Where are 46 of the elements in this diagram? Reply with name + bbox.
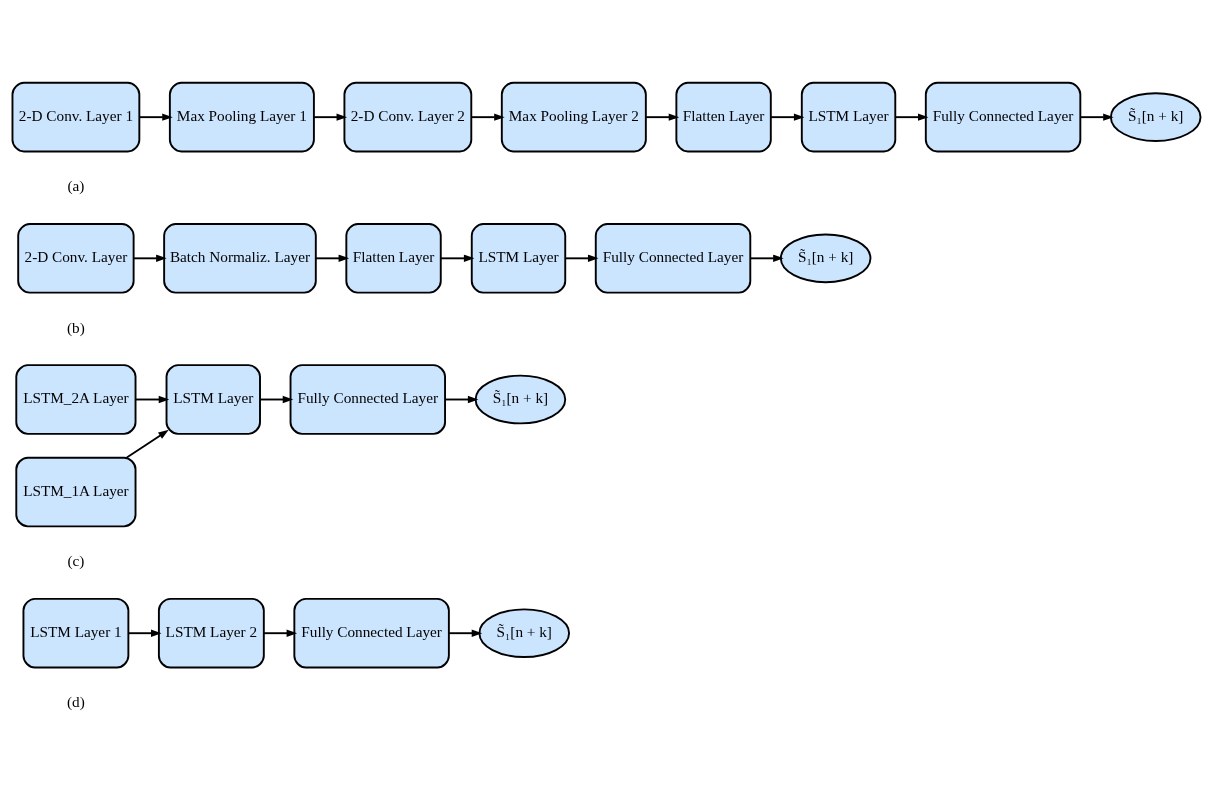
node-box: LSTM Layer 1 [22,597,130,668]
label: (c) [67,551,85,569]
arrow [138,112,173,121]
label: (a) [67,176,85,194]
node-box: Flatten Layer [345,222,442,294]
node-box: 2-D Conv. Layer 1 [11,81,141,152]
node-box: LSTM_2A Layer [15,363,137,435]
arrow [314,254,350,262]
node-box: LSTM Layer [800,81,897,152]
node-box: Max Pooling Layer 2 [500,81,647,152]
arrow [313,112,348,121]
label: (b) [67,318,85,336]
arrow [770,112,805,121]
label: (d) [67,692,85,710]
arrow [894,112,929,121]
arrow [645,112,680,121]
arrow [134,395,170,403]
node-box: Fully Connected Layer [594,222,752,294]
node-ellipse: S̃₁[n + k] [474,374,567,424]
node-box: LSTM Layer [165,363,261,435]
arrow [564,254,599,262]
node-box: LSTM Layer [470,222,567,294]
node-ellipse: S̃₁[n + k] [779,233,872,283]
arrow [1079,112,1114,121]
node-ellipse: S̃₁[n + k] [478,607,570,658]
node-box: Fully Connected Layer [289,363,446,435]
node-box: Batch Normaliz. Layer [163,222,317,294]
arrow [132,254,167,262]
node-box: Fully Connected Layer [293,597,450,668]
arrow [749,254,784,262]
node-box: LSTM_1A Layer [15,456,137,527]
arrow [448,629,483,637]
arrow [444,395,479,403]
node-box: 2-D Conv. Layer [17,222,135,294]
node-box: 2-D Conv. Layer 2 [343,81,473,152]
arrow [259,395,294,403]
node-ellipse: S̃₁[n + k] [1109,91,1202,142]
arrow [125,429,169,458]
arrow [263,629,298,637]
arrow [470,112,505,121]
node-box: Flatten Layer [675,81,772,152]
arrow [439,254,475,262]
node-box: Fully Connected Layer [924,81,1082,152]
node-box: Max Pooling Layer 1 [168,81,315,152]
arrow [127,629,162,637]
node-box: LSTM Layer 2 [157,597,265,668]
